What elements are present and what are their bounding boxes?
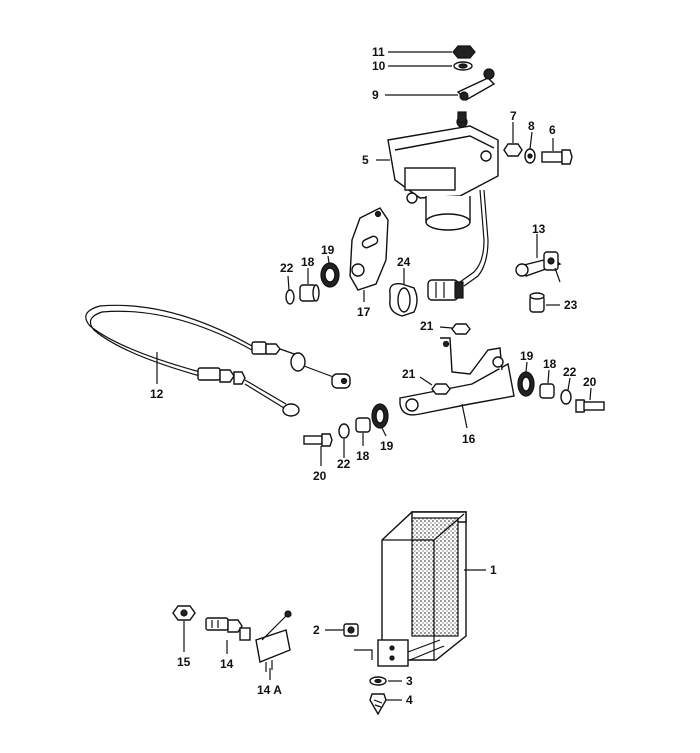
label-17: 17 (357, 305, 371, 319)
label-22c: 22 (337, 457, 351, 471)
label-18a: 18 (301, 255, 315, 269)
label-9: 9 (372, 88, 379, 102)
nut-15 (172, 605, 196, 621)
label-8: 8 (528, 119, 535, 133)
cable-12 (85, 304, 351, 417)
washer-10 (453, 61, 473, 71)
label-10: 10 (372, 59, 386, 73)
grommet-19b (517, 371, 535, 397)
grommet-19c (371, 403, 389, 429)
lever-9 (456, 68, 496, 101)
nut-21b (431, 383, 451, 395)
label-12: 12 (150, 387, 164, 401)
label-20b: 20 (313, 469, 327, 483)
label-22a: 22 (280, 261, 294, 275)
bracket-17 (349, 207, 389, 291)
label-11: 11 (372, 45, 385, 59)
bracket-16 (399, 337, 515, 416)
bushing-18c (355, 417, 371, 433)
label-2: 2 (313, 623, 320, 637)
label-13: 13 (532, 222, 546, 236)
washer-8 (524, 148, 536, 164)
label-19a: 19 (321, 243, 335, 257)
connector-plug (427, 279, 464, 301)
screw-4 (369, 693, 387, 716)
label-1: 1 (490, 563, 497, 577)
label-20a: 20 (583, 375, 597, 389)
label-21b: 21 (402, 367, 416, 381)
microswitch-14a (255, 610, 292, 672)
washer-22a (285, 289, 295, 305)
washer-22b (560, 389, 572, 405)
label-22b: 22 (563, 365, 577, 379)
label-19b: 19 (520, 349, 534, 363)
switch-14 (205, 617, 251, 641)
nut-11 (452, 45, 476, 59)
label-21a: 21 (420, 319, 434, 333)
bolt-20b (303, 433, 333, 447)
nut-21a (451, 323, 471, 335)
bolt-6 (541, 149, 573, 165)
grommet-19a (320, 262, 340, 288)
clip-24 (389, 283, 418, 317)
label-18b: 18 (543, 357, 557, 371)
bolt-20a (575, 399, 605, 413)
washer-22c (338, 423, 350, 439)
label-4: 4 (406, 693, 413, 707)
label-5: 5 (362, 153, 369, 167)
label-3: 3 (406, 674, 413, 688)
label-24: 24 (397, 255, 411, 269)
label-16: 16 (462, 432, 476, 446)
washer-3 (369, 676, 387, 686)
label-23: 23 (564, 298, 578, 312)
label-14: 14 (220, 657, 234, 671)
label-15: 15 (177, 655, 191, 669)
clip-2 (343, 623, 373, 660)
bushing-18b (539, 383, 555, 399)
nut-7 (503, 143, 523, 157)
bushing-18a (299, 284, 320, 302)
link-13 (515, 251, 562, 283)
actuator-5 (387, 111, 499, 287)
label-19c: 19 (380, 439, 394, 453)
label-14a: 14 A (257, 683, 282, 697)
sleeve-23 (529, 292, 545, 313)
control-unit-1 (377, 511, 467, 667)
label-6: 6 (549, 123, 556, 137)
label-18c: 18 (356, 449, 370, 463)
label-7: 7 (510, 109, 517, 123)
